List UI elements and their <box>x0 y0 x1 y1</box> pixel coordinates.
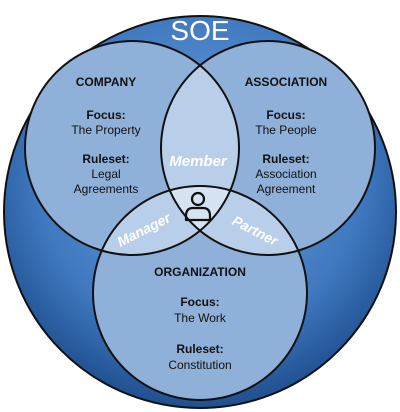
association-focus-label: Focus: <box>266 108 305 122</box>
overlap-company-organization <box>93 186 239 255</box>
association-ruleset-label: Ruleset: <box>262 152 309 166</box>
organization-outline <box>92 185 308 401</box>
person-icon <box>184 191 212 222</box>
organization-focus-label: Focus: <box>180 295 219 309</box>
association-focus-value: The People <box>255 123 317 137</box>
organization-focus-value: The Work <box>174 311 227 325</box>
organization-ruleset-value: Constitution <box>168 358 231 372</box>
company-name: COMPANY <box>76 75 136 89</box>
member-label: Member <box>169 153 228 170</box>
company-ruleset-value-2: Agreements <box>74 182 139 196</box>
association-ruleset-value-2: Agreement <box>257 182 316 196</box>
association-name: ASSOCIATION <box>245 75 327 89</box>
company-ruleset-label: Ruleset: <box>82 152 129 166</box>
association-outline <box>160 40 376 256</box>
company-ruleset-value-1: Legal <box>91 167 120 181</box>
soe-title: SOE <box>170 15 229 46</box>
company-outline <box>24 40 240 256</box>
overlap-association-organization <box>161 186 307 255</box>
company-focus-label: Focus: <box>86 108 125 122</box>
company-focus-value: The Property <box>71 123 140 137</box>
organization-name: ORGANIZATION <box>154 265 246 279</box>
association-ruleset-value-1: Association <box>255 167 316 181</box>
organization-ruleset-label: Ruleset: <box>176 342 223 356</box>
